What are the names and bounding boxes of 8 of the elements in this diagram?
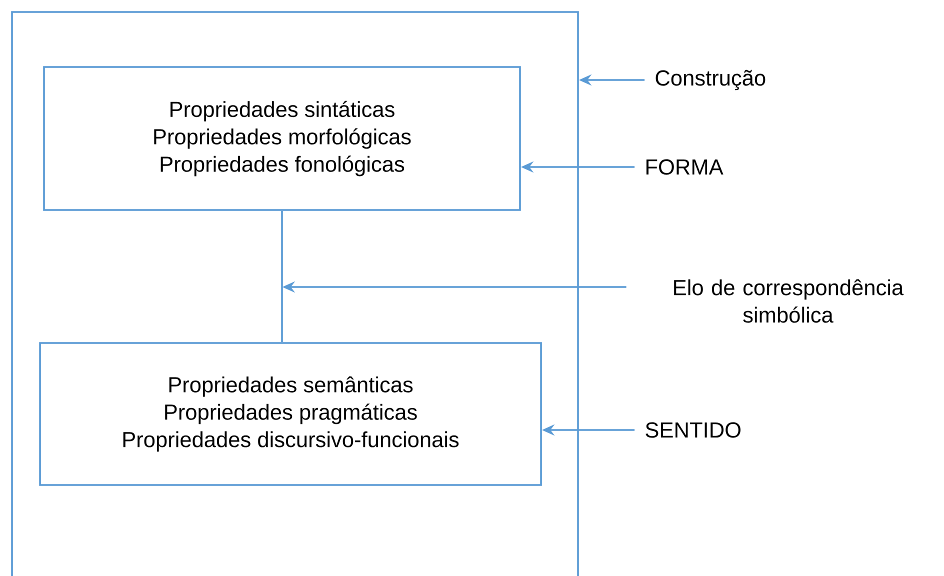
side-label: Construção <box>656 70 766 90</box>
side-label: SENTIDO <box>646 422 740 438</box>
side-label: Elo de correspondência simbólica <box>674 279 904 323</box>
content-box: Propriedades semânticas Propriedades pragmáticas Propriedades discursivo-funcionais <box>39 342 542 486</box>
side-label: FORMA <box>646 159 724 175</box>
content-box: Propriedades sintáticas Propriedades morfológicas Propriedades fonológicas <box>43 66 521 211</box>
construction-frame <box>11 11 579 576</box>
connector-line <box>281 210 283 342</box>
